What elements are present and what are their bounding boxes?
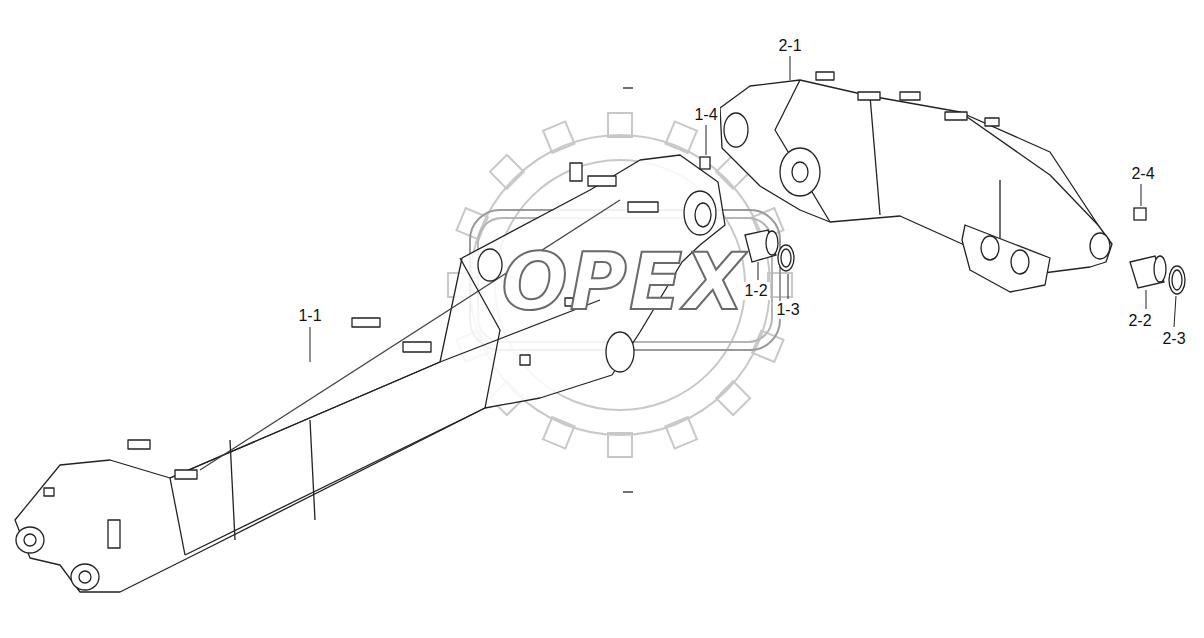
leader-lines [310, 56, 1176, 362]
callout-number: 2-4 [1129, 165, 1156, 183]
arm-1-1 [15, 155, 725, 592]
boom-2-1 [720, 72, 1112, 292]
callout-number: 1-4 [692, 106, 719, 124]
callout-number: 2-3 [1160, 330, 1187, 348]
callout-number: 1-3 [774, 301, 801, 319]
callout-number: 2-1 [776, 37, 803, 55]
callout-number: 2-2 [1126, 312, 1153, 330]
callout-number: 1-2 [742, 282, 769, 300]
callout-number: 1-1 [296, 307, 323, 325]
watermark: OPEX [502, 243, 747, 321]
